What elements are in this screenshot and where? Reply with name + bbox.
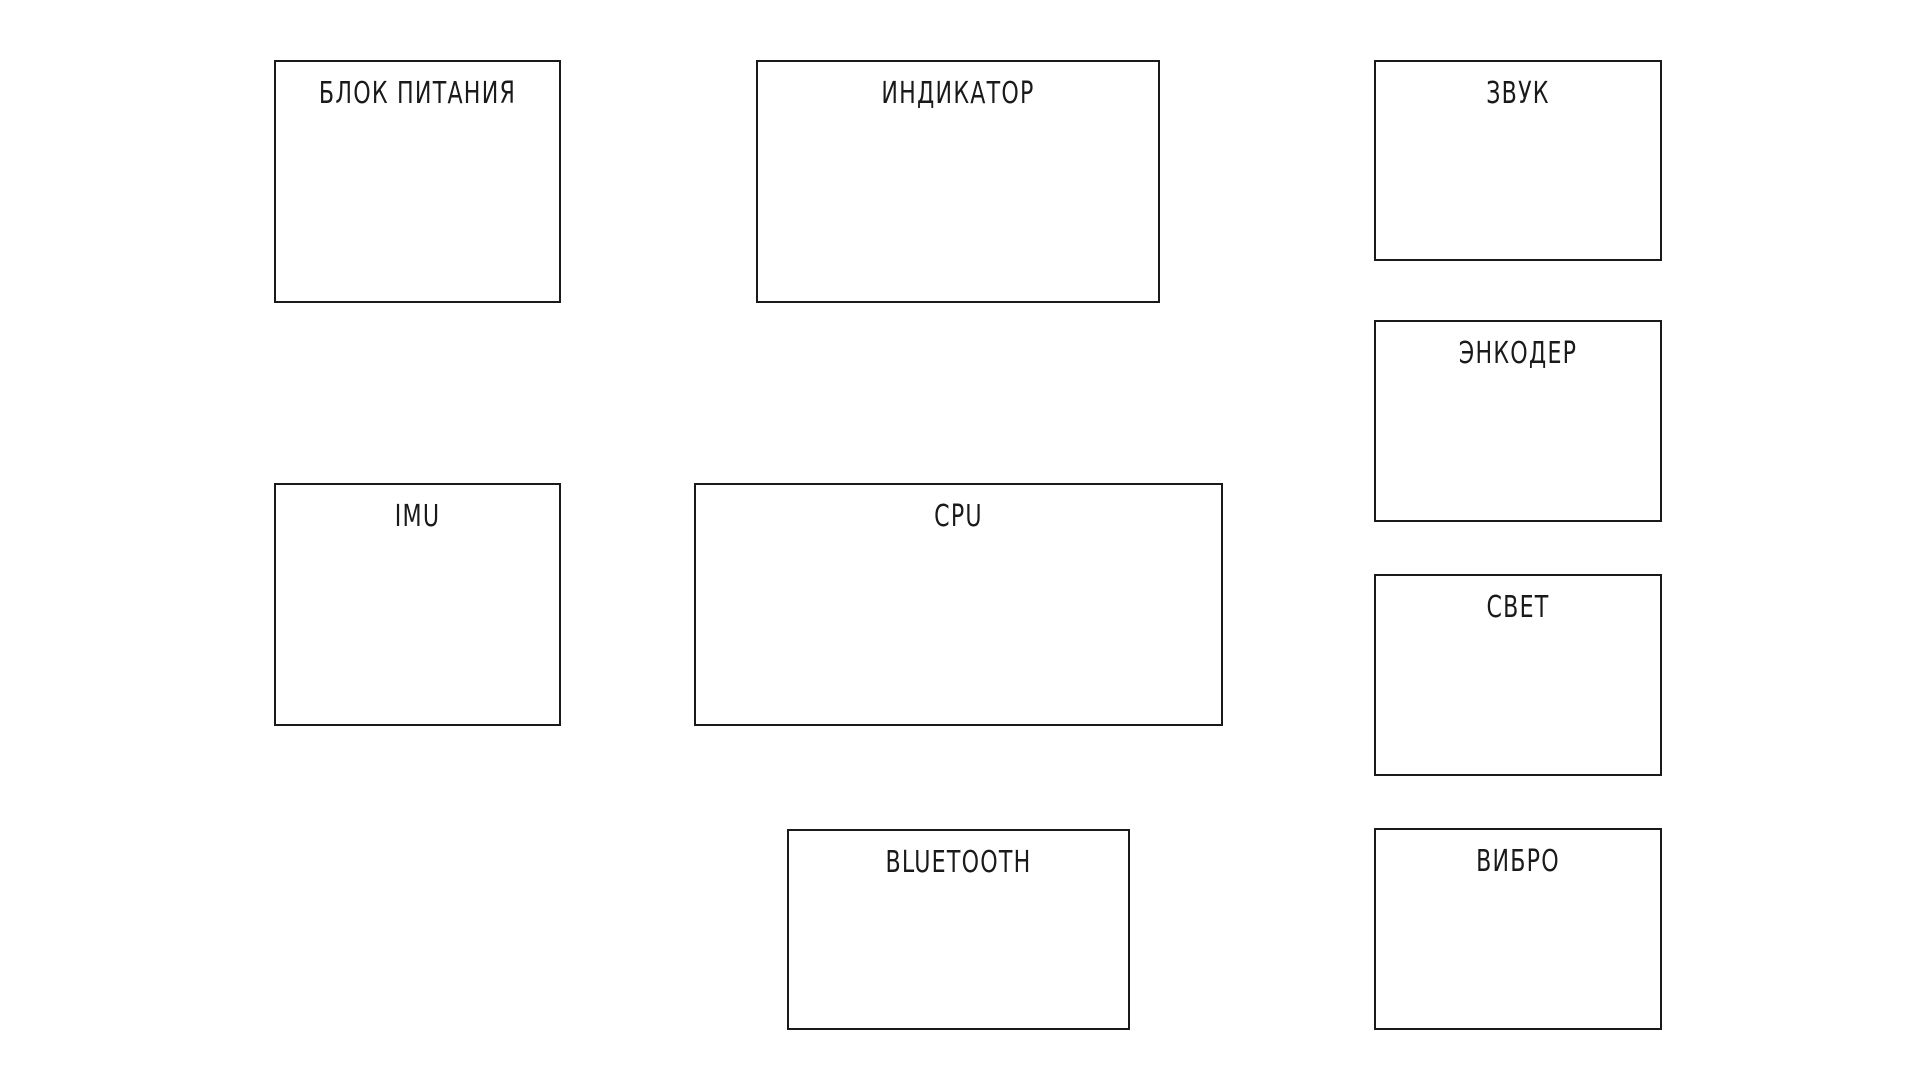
power-supply-label: БЛОК ПИТАНИЯ — [318, 76, 517, 111]
light-label: СВЕТ — [1486, 590, 1550, 625]
vibro-block: ВИБРО — [1374, 828, 1662, 1030]
sound-block: ЗВУК — [1374, 60, 1662, 261]
sound-label: ЗВУК — [1486, 76, 1550, 111]
imu-label: IMU — [394, 499, 441, 534]
power-supply-block: БЛОК ПИТАНИЯ — [274, 60, 561, 303]
indicator-label: ИНДИКАТОР — [881, 76, 1035, 111]
cpu-label: CPU — [934, 499, 983, 534]
indicator-block: ИНДИКАТОР — [756, 60, 1160, 303]
encoder-label: ЭНКОДЕР — [1458, 336, 1578, 371]
cpu-block: CPU — [694, 483, 1223, 726]
light-block: СВЕТ — [1374, 574, 1662, 776]
bluetooth-block: BLUETOOTH — [787, 829, 1130, 1030]
encoder-block: ЭНКОДЕР — [1374, 320, 1662, 522]
imu-block: IMU — [274, 483, 561, 726]
bluetooth-label: BLUETOOTH — [885, 845, 1032, 880]
vibro-label: ВИБРО — [1476, 844, 1560, 879]
